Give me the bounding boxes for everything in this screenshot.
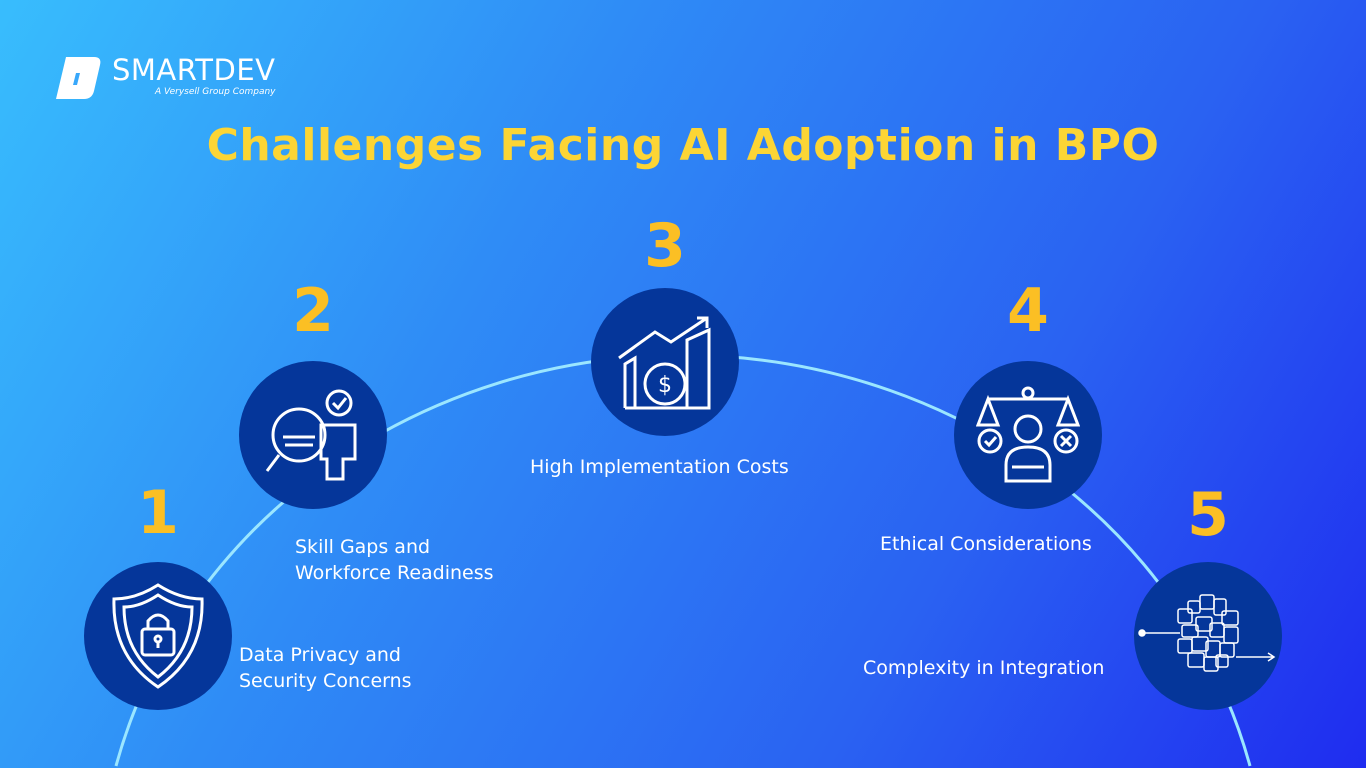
- page-title: Challenges Facing AI Adoption in BPO: [206, 120, 1160, 171]
- challenge-label-4: Ethical Considerations: [880, 531, 1092, 557]
- step-number-4: 4: [1007, 276, 1049, 346]
- challenge-label-3: High Implementation Costs: [530, 454, 789, 480]
- label-line: Security Concerns: [239, 670, 412, 692]
- step-number-3: 3: [644, 211, 686, 281]
- challenge-node-3: $: [591, 288, 739, 436]
- smartdev-logo: SMARTDEV A Verysell Group Company: [56, 55, 276, 99]
- label-line: Data Privacy and: [239, 644, 401, 666]
- step-number-1: 1: [137, 478, 179, 548]
- challenge-node-1: [84, 562, 232, 710]
- label-line: Complexity in Integration: [863, 657, 1105, 679]
- label-line: Workforce Readiness: [295, 562, 494, 584]
- label-line: Ethical Considerations: [880, 533, 1092, 555]
- challenge-node-4: [954, 361, 1102, 509]
- logo-mark-icon: [56, 57, 101, 99]
- challenge-node-2: [239, 361, 387, 509]
- brain-puzzle-icon: [265, 389, 357, 481]
- cost-chart-icon: $: [618, 316, 711, 410]
- step-number-2: 2: [292, 276, 334, 346]
- challenge-label-5: Complexity in Integration: [863, 655, 1104, 681]
- step-number-5: 5: [1187, 480, 1229, 550]
- ethics-scale-icon: [976, 386, 1080, 483]
- label-line: High Implementation Costs: [530, 456, 789, 478]
- brand-name: SMARTDEV: [112, 53, 276, 87]
- challenge-node-5: [1134, 562, 1282, 710]
- challenge-label-1: Data Privacy and Security Concerns: [239, 642, 412, 694]
- challenge-label-2: Skill Gaps and Workforce Readiness: [295, 534, 494, 586]
- label-line: Skill Gaps and: [295, 536, 431, 558]
- svg-text:$: $: [658, 373, 672, 398]
- brand-tagline: A Verysell Group Company: [154, 87, 276, 97]
- tangle-icon: [1138, 594, 1276, 672]
- shield-lock-icon: [112, 583, 204, 689]
